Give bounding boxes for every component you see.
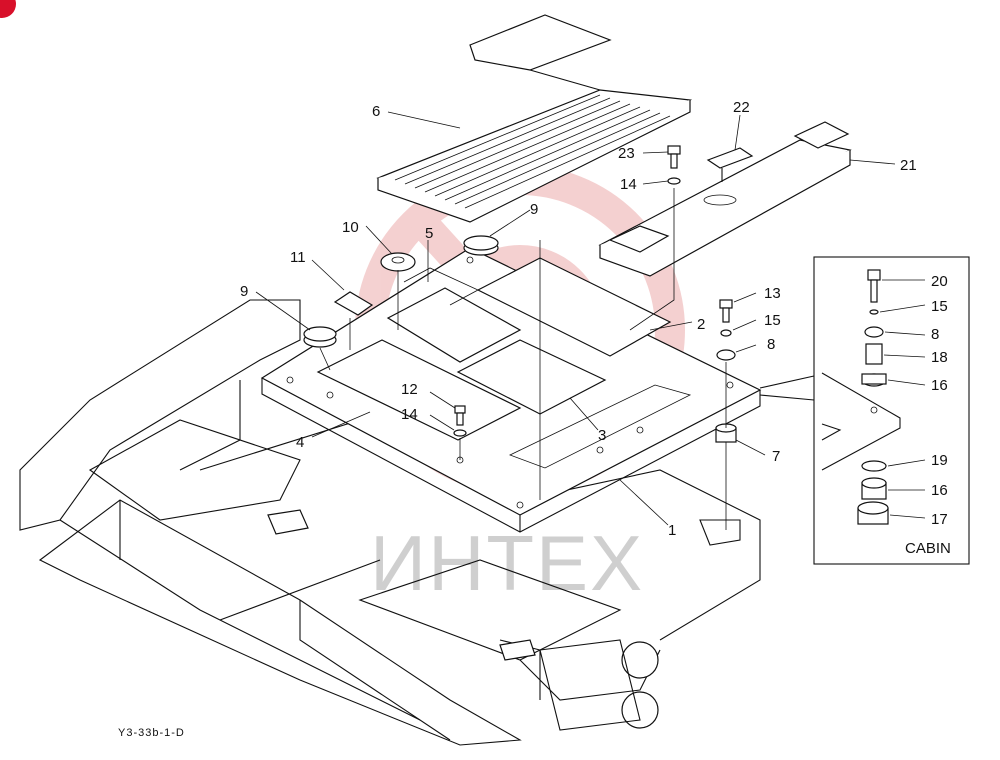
callout-23: 23 <box>618 145 635 162</box>
callout-1: 1 <box>668 522 676 539</box>
assembly-lines <box>319 188 727 530</box>
callout-12: 12 <box>401 381 418 398</box>
cap-10 <box>380 252 416 272</box>
callout-13: 13 <box>764 285 781 302</box>
base-frame <box>19 299 761 746</box>
cover-3 <box>456 339 607 415</box>
callout-3: 3 <box>598 427 606 444</box>
washer-8 <box>716 349 736 361</box>
callout-14-top: 14 <box>620 176 637 193</box>
callout-7: 7 <box>772 448 780 465</box>
callout-9-left: 9 <box>240 283 248 300</box>
cabin-inset <box>759 256 970 565</box>
callout-11: 11 <box>290 249 306 266</box>
cover-5 <box>386 267 522 363</box>
callout-10: 10 <box>342 219 359 236</box>
callout-5: 5 <box>425 225 433 242</box>
leader-lines <box>255 111 926 526</box>
bolt-23 <box>667 145 681 169</box>
cover-2 <box>476 257 672 357</box>
callout-8: 8 <box>767 336 775 353</box>
clip-11 <box>333 291 374 316</box>
callout-4: 4 <box>296 434 304 451</box>
callout-22: 22 <box>733 99 750 116</box>
callout-8-inset: 8 <box>931 326 939 343</box>
bolt-12 <box>454 405 466 426</box>
washer-15 <box>720 329 732 337</box>
clip-22 <box>706 147 754 182</box>
callout-14-lower: 14 <box>401 406 418 423</box>
drawing-reference-code: Y3-33b-1-D <box>118 727 185 739</box>
footrest-21 <box>598 121 852 277</box>
callout-21: 21 <box>900 157 917 174</box>
corner-badge <box>0 0 16 18</box>
watermark-text: ИНТЕХ <box>370 519 644 607</box>
callout-19: 19 <box>931 452 948 469</box>
callout-17: 17 <box>931 511 948 528</box>
callout-16: 16 <box>931 377 948 394</box>
callout-2: 2 <box>697 316 705 333</box>
callout-16-inset: 16 <box>931 482 948 499</box>
bolt-13 <box>719 299 733 323</box>
callout-18: 18 <box>931 349 948 366</box>
inset-label: CABIN <box>905 540 951 557</box>
washer-14-lower <box>453 429 467 437</box>
callout-9-right: 9 <box>530 201 538 218</box>
callout-20: 20 <box>931 273 948 290</box>
cover-4 <box>316 339 522 441</box>
washer-14-top <box>667 177 681 185</box>
grommet-9-right <box>463 235 499 256</box>
callout-15-inset: 15 <box>931 298 948 315</box>
callout-6: 6 <box>372 103 380 120</box>
callout-15: 15 <box>764 312 781 329</box>
grommet-9-left <box>303 326 337 348</box>
floor-mat <box>376 14 693 223</box>
